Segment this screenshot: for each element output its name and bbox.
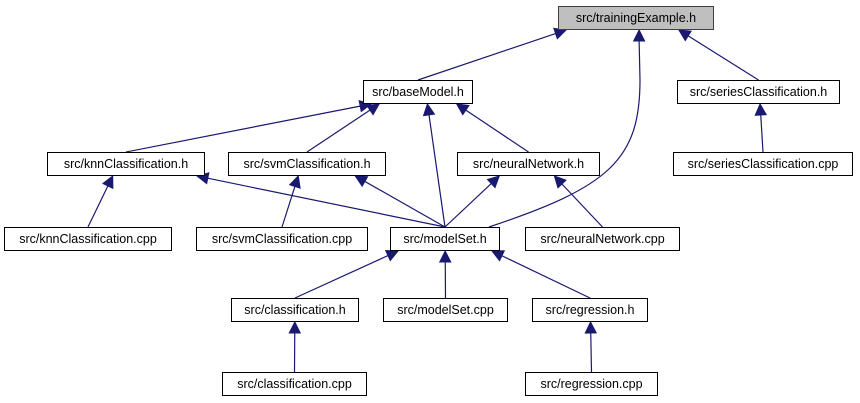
node-neural-network-cpp[interactable]: src/neuralNetwork.cpp: [525, 227, 680, 251]
arrowhead-classification_cpp-to-classification_h: [288, 320, 302, 334]
arrowhead-svm_classification_h-to-base_model_h: [366, 103, 381, 116]
arrowhead-neural_network_cpp-to-neural_network_h: [553, 175, 567, 189]
edge-neural_network_h-to-base_model_h: [465, 109, 529, 153]
arrowhead-model_set_cpp-to-model_set_h: [438, 249, 452, 263]
edge-svm_classification_cpp-to-svm_classification_h: [281, 186, 296, 228]
node-classification-cpp[interactable]: src/classification.cpp: [222, 372, 367, 396]
node-knn-classification-cpp[interactable]: src/knnClassification.cpp: [4, 227, 172, 251]
arrowhead-model_set_h-to-training_example_h: [632, 28, 646, 42]
arrowhead-series_classification_cpp-to-series_classification_h: [754, 102, 768, 116]
edge-knn_classification_h-to-base_model_h: [125, 105, 361, 153]
node-svm-classification-cpp[interactable]: src/svmClassification.cpp: [196, 227, 368, 251]
arrowhead-knn_classification_cpp-to-knn_classification_h: [102, 174, 114, 190]
node-regression-h[interactable]: src/regression.h: [532, 298, 648, 322]
arrowhead-model_set_h-to-neural_network_h: [486, 175, 501, 189]
arrowhead-series_classification_h-to-training_example_h: [677, 29, 692, 42]
edge-series_classification_h-to-training_example_h: [687, 35, 759, 81]
node-series-classification-cpp[interactable]: src/seriesClassification.cpp: [673, 152, 853, 176]
edge-svm_classification_h-to-base_model_h: [306, 109, 371, 153]
arrowhead-classification_h-to-model_set_h: [384, 250, 400, 262]
arrowhead-svm_classification_cpp-to-svm_classification_h: [288, 174, 301, 189]
edge-regression_cpp-to-regression_h: [590, 332, 593, 373]
node-base-model-h[interactable]: src/baseModel.h: [363, 80, 473, 104]
edge-series_classification_cpp-to-series_classification_h: [760, 114, 764, 153]
arrowhead-neural_network_h-to-base_model_h: [455, 103, 470, 116]
arrowhead-model_set_h-to-base_model_h: [422, 102, 436, 117]
edge-regression_h-to-model_set_h: [501, 255, 591, 299]
edge-model_set_h-to-training_example_h: [488, 40, 641, 228]
node-svm-classification-h[interactable]: src/svmClassification.h: [228, 152, 386, 176]
node-model-set-cpp[interactable]: src/modelSet.cpp: [383, 298, 508, 322]
node-classification-h[interactable]: src/classification.h: [231, 298, 359, 322]
node-regression-cpp[interactable]: src/regression.cpp: [525, 372, 658, 396]
node-series-classification-h[interactable]: src/seriesClassification.h: [677, 80, 840, 104]
edge-model_set_h-to-svm_classification_h: [364, 180, 446, 228]
edge-base_model_h-to-training_example_h: [417, 32, 556, 81]
arrowhead-regression_cpp-to-regression_h: [584, 320, 598, 334]
edge-classification_h-to-model_set_h: [294, 255, 389, 299]
edge-neural_network_cpp-to-neural_network_h: [561, 183, 603, 228]
node-neural-network-h[interactable]: src/neuralNetwork.h: [457, 152, 600, 176]
node-training-example-h: src/trainingExample.h: [558, 6, 714, 30]
arrowhead-model_set_h-to-svm_classification_h: [354, 175, 369, 188]
edge-model_set_h-to-neural_network_h: [444, 183, 492, 228]
node-knn-classification-h[interactable]: src/knnClassification.h: [47, 152, 205, 176]
edge-knn_classification_cpp-to-knn_classification_h: [87, 185, 109, 228]
edge-model_set_h-to-base_model_h: [428, 114, 446, 228]
arrowhead-regression_h-to-model_set_h: [490, 250, 506, 262]
node-model-set-h[interactable]: src/modelSet.h: [390, 227, 500, 251]
edge-model_set_h-to-knn_classification_h: [207, 177, 446, 228]
